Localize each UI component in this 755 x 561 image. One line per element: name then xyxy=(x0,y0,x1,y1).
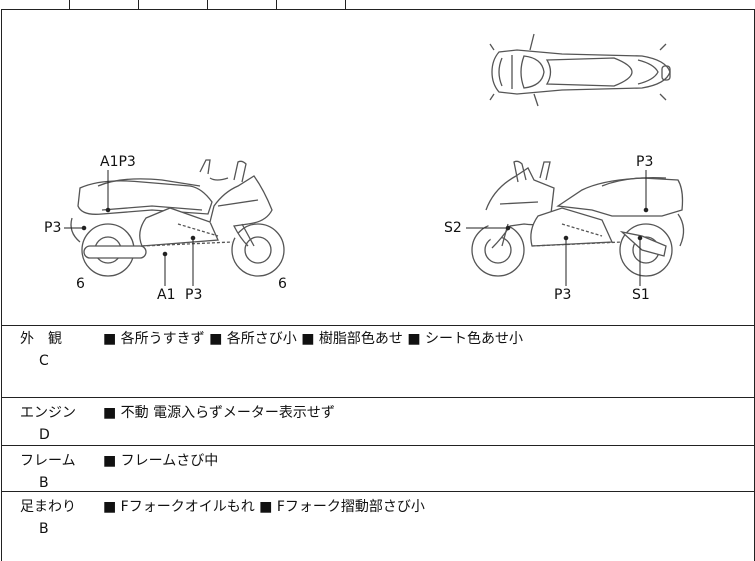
section-label: フレーム xyxy=(20,453,76,469)
section-row-engine: エンジン D ■ 不動 電源入らずメーター表示せず xyxy=(1,398,755,446)
callout-a1p3-body: A1P3 xyxy=(100,154,136,170)
top-table-strip xyxy=(0,0,755,10)
callout-p3-side: P3 xyxy=(185,287,203,303)
section-label: 足まわり xyxy=(20,499,76,515)
scooter-right-view xyxy=(471,160,685,277)
section-grade: C xyxy=(39,353,49,369)
section-remarks: ■ Fフォークオイルもれ ■ Fフォーク摺動部さび小 xyxy=(103,499,425,515)
section-label: 外 観 xyxy=(20,331,62,347)
callout-p3-rear-fender: P3 xyxy=(44,220,62,236)
section-row-suspension: 足まわり B ■ Fフォークオイルもれ ■ Fフォーク摺動部さび小 xyxy=(1,492,755,561)
section-grade: B xyxy=(39,521,49,537)
section-remarks: ■ 不動 電源入らずメーター表示せず xyxy=(103,405,335,421)
callout-p3-floor: P3 xyxy=(554,287,572,303)
callout-front-wheel: 6 xyxy=(278,276,287,292)
section-grade: D xyxy=(39,427,50,443)
callout-p3-rear-body: P3 xyxy=(636,154,654,170)
callout-s1-swingarm: S1 xyxy=(632,287,650,303)
section-remarks: ■ 各所うすきず ■ 各所さび小 ■ 樹脂部色あせ ■ シート色あせ小 xyxy=(103,331,524,347)
section-remarks: ■ フレームさび中 xyxy=(103,453,219,469)
section-grade: B xyxy=(39,475,49,491)
scooter-left-view xyxy=(70,159,285,277)
scooter-diagram-svg xyxy=(64,33,685,286)
callout-s2-fork: S2 xyxy=(444,220,462,236)
section-row-exterior: 外 観 C ■ 各所うすきず ■ 各所さび小 ■ 樹脂部色あせ ■ シート色あせ… xyxy=(1,324,755,398)
callout-a1-floor: A1 xyxy=(157,287,176,303)
section-label: エンジン xyxy=(20,405,76,421)
callout-rear-wheel: 6 xyxy=(76,276,85,292)
section-row-frame: フレーム B ■ フレームさび中 xyxy=(1,446,755,492)
damage-diagram-panel: A1P3 P3 6 A1 P3 6 P3 S2 P3 S1 xyxy=(1,9,755,326)
callout-leader-lines xyxy=(64,170,649,286)
scooter-top-view xyxy=(489,33,671,107)
